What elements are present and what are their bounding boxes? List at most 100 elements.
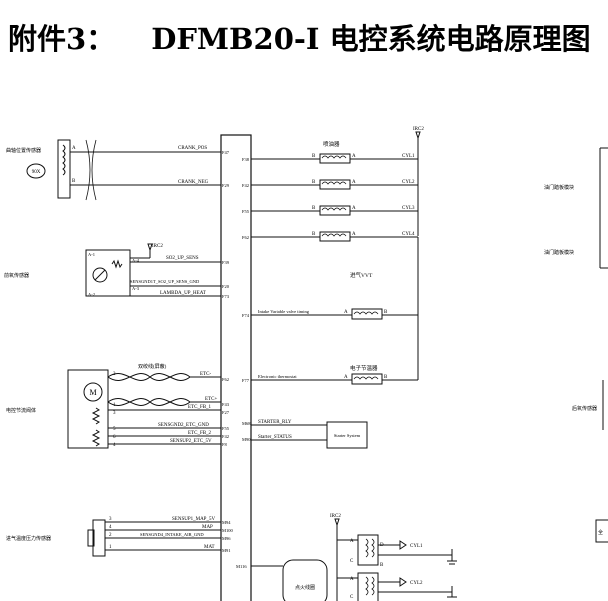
twisted-wire-3 xyxy=(107,398,191,406)
o2-heater-symbol xyxy=(92,267,108,283)
pin-f39: F39 xyxy=(222,260,230,265)
cyl3-label: CYL3 xyxy=(402,206,415,211)
pin-f47: F47 xyxy=(222,150,230,155)
inj3-pin-a: A xyxy=(352,206,356,211)
thermostat-signal-label: Electronic thermostat xyxy=(258,374,297,379)
pin-f42: F42 xyxy=(222,434,229,439)
starter-system-box xyxy=(326,421,368,449)
pin-r-f62: F62 xyxy=(242,235,249,240)
pin-f43: F43 xyxy=(222,402,230,407)
coil1-output-arrow xyxy=(399,540,407,550)
thermo-pin-b: B xyxy=(384,375,388,380)
tb-pin-5: 5 xyxy=(113,427,116,432)
coil2-pin-c: C xyxy=(350,595,354,600)
map-5v-label: SENSUP1_MAP_5V xyxy=(172,517,215,522)
o2-resistor xyxy=(111,259,123,269)
throttle-motor-symbol xyxy=(83,382,103,402)
throttle-body-label: 电控节流阀体 xyxy=(6,407,36,414)
inj3-pin-b: B xyxy=(312,206,316,211)
coil2-pin-b: B xyxy=(380,563,384,568)
map-pin-4: 4 xyxy=(109,525,112,530)
ignition-coil-label: 点火线圈 xyxy=(295,584,315,591)
far-right-group: 油门踏板模块 油门踏板模块 后氧传感器 全 xyxy=(544,147,608,543)
starter-status-label: Starter_STATUS xyxy=(258,435,292,440)
vvt-pin-a: A xyxy=(344,310,348,315)
vvt-label: 进气VVT xyxy=(350,271,373,279)
injector-3 xyxy=(319,205,351,216)
pin-f8: F8 xyxy=(222,442,228,447)
o2-pin-a3: A-3 xyxy=(132,286,140,291)
intake-gnd-label: SENSGND4_INTAKE_AIR_GND xyxy=(140,532,204,537)
etc-fb2-label: ETC_FB_2 xyxy=(188,431,212,436)
map-sensor-group: 进气温度压力传感器 3 4 2 1 SENSUP1_MAP_5V MAP SEN… xyxy=(6,517,221,557)
map-sensor-label: 进气温度压力传感器 xyxy=(6,535,51,542)
coil-2-winding-2 xyxy=(371,576,375,596)
crank-sensor-label: 曲轴位置传感器 xyxy=(6,147,41,154)
o2-pin-a1: A-1 xyxy=(88,252,95,257)
ignition-coil-1 xyxy=(357,534,379,566)
pin-r-f74: F74 xyxy=(242,313,250,318)
injector-3-coil xyxy=(321,207,347,211)
pin-m96: M96 xyxy=(222,536,231,541)
throttle-pot-2 xyxy=(91,429,101,447)
intake-vvt-label: Intake Variable valve timing xyxy=(258,309,310,314)
pin-r-m90: M90 xyxy=(242,437,251,442)
o2-pin-a2: A-2 xyxy=(88,292,95,297)
inj4-pin-a: A xyxy=(352,232,356,237)
ecu-right-pins: F38 F42 F55 F62 F74 F77 M68 M90 xyxy=(242,157,251,442)
injector-label: 喷油器 xyxy=(323,140,340,148)
crank-pin-b: B xyxy=(72,179,76,184)
injector-2-coil xyxy=(321,181,347,185)
inj4-pin-b: B xyxy=(312,232,316,237)
thermo-pin-a: A xyxy=(344,375,348,380)
crank-pos-label: CRANK_POS xyxy=(178,146,207,151)
crank-coil xyxy=(62,144,66,176)
thermostat-group: 电子节温器 Electronic thermostat A B xyxy=(251,237,419,385)
irc2-coil-arrow xyxy=(334,518,340,527)
crank-sensor-symbol xyxy=(26,163,46,179)
thermostat-actuator xyxy=(351,373,383,385)
ignition-group: IRC2 A C D A C B CYL1 CYL2 xyxy=(251,514,457,601)
ignition-module-box xyxy=(282,559,328,601)
map-pin-2: 2 xyxy=(109,533,112,538)
cyl2-label: CYL2 xyxy=(402,180,415,185)
crank-shield-left xyxy=(85,139,91,201)
rear-o2-label: 后氧传感器 xyxy=(572,405,597,412)
tb-pin-6: 6 xyxy=(113,435,116,440)
o2-sensor-label: 前氧传感器 xyxy=(4,272,29,279)
pin-r-f55: F55 xyxy=(242,209,250,214)
cyl4-label: CYL4 xyxy=(402,232,415,237)
o2-pin-a4: A-4 xyxy=(132,258,140,263)
coil1-pin-c: C xyxy=(350,559,354,564)
tb-pin-2: 2 xyxy=(113,372,116,377)
coil1-pin-a: A xyxy=(350,539,354,544)
coil2-output-arrow xyxy=(399,577,407,587)
cyl1-label: CYL1 xyxy=(402,154,415,159)
twisted-wire-1 xyxy=(107,373,191,381)
vvt-group: 进气VVT Intake Variable valve timing A B xyxy=(251,271,418,320)
etc-gnd-label: SENSGND2_ETC_GND xyxy=(158,423,209,428)
pin-r-f42: F42 xyxy=(242,183,249,188)
o2-heater-diag xyxy=(94,269,106,281)
inj2-pin-a: A xyxy=(352,180,356,185)
map-sensor-box xyxy=(92,519,106,557)
coil1-output-label: CYL1 xyxy=(410,544,423,549)
twisted-wire-4 xyxy=(107,398,191,406)
lambda-label: LAMBDA_UP_HEAT xyxy=(160,291,206,296)
bottom-right-box-label: 全 xyxy=(598,529,603,536)
injector-2 xyxy=(319,179,351,190)
injector-4-coil xyxy=(321,233,347,237)
twisted-pair-label: 双绞线(屏蔽) xyxy=(138,363,167,370)
tb-pin-4: 4 xyxy=(113,443,116,448)
mat-label: MAT xyxy=(204,545,215,550)
starter-group: Starter System STARTER_RLY Starter_STATU… xyxy=(251,420,368,449)
pin-m100: M100 xyxy=(222,528,234,533)
o2-gnd-label: SENSGND1T_SO2_UP_SENS_GND xyxy=(130,279,200,284)
coil-1-winding xyxy=(365,538,369,558)
o2-sensor-box xyxy=(85,249,131,297)
throttle-body-box xyxy=(67,369,109,449)
vvt-coil xyxy=(353,311,379,315)
pin-f29: F29 xyxy=(222,183,230,188)
map-pin-3: 3 xyxy=(109,517,112,522)
